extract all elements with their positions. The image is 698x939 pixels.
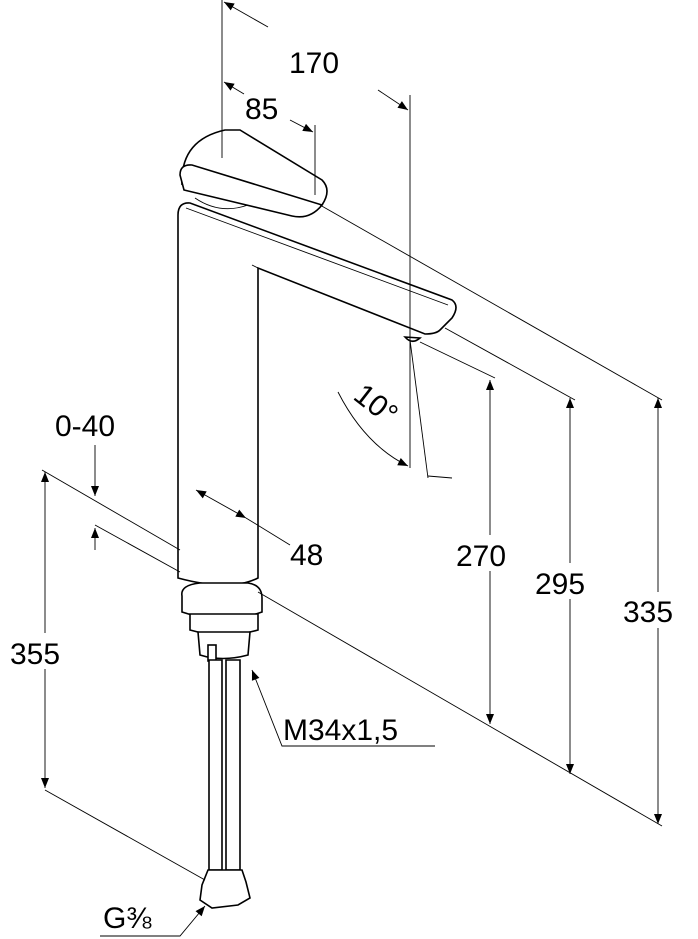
dim-body-width: 48 — [290, 539, 323, 572]
callout-leaders — [100, 669, 435, 937]
dim-total-reach: 170 — [289, 47, 339, 80]
dim-handle-reach: 85 — [245, 93, 278, 126]
dim-spout-height: 270 — [456, 540, 506, 573]
thread-callout: M34x1,5 — [283, 714, 398, 747]
dim-overall-height: 335 — [623, 596, 673, 629]
dim-hose-length: 355 — [10, 638, 60, 671]
deck-dimensions — [41, 445, 291, 881]
dim-aerator-height: 295 — [535, 568, 585, 601]
faucet-body — [177, 129, 457, 909]
swivel-angle — [337, 339, 453, 479]
reach-dimensions — [221, 0, 411, 468]
dim-deck-thickness: 0-40 — [55, 410, 115, 443]
dim-swivel-angle: 10° — [348, 378, 404, 432]
connection-callout: G⅜ — [103, 902, 152, 935]
